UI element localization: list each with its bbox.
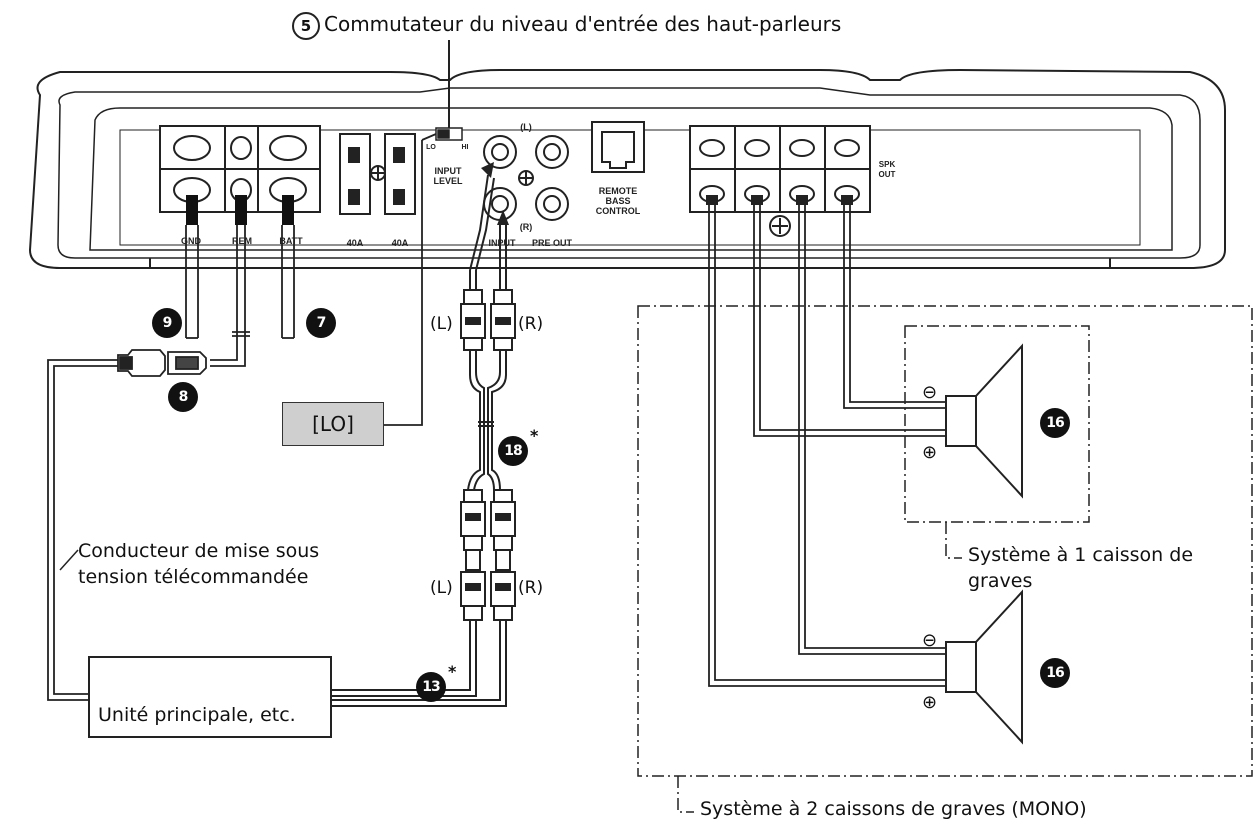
lo-leader-line <box>384 133 437 426</box>
rca-cable-middle <box>467 350 507 491</box>
speaker-wires <box>708 200 946 687</box>
label-spk-out: SPK OUT <box>878 160 896 179</box>
rca-top-right-label: (R) <box>518 314 544 334</box>
remote-connector <box>117 349 207 377</box>
polarity-minus-lower: ⊖ <box>922 630 938 651</box>
label-batt: BATT <box>279 236 303 246</box>
polarity-minus-upper: ⊖ <box>922 382 938 403</box>
label-preout: PRE OUT <box>531 238 572 248</box>
rca-cable-to-headunit <box>330 620 507 707</box>
speaker-terminal-block <box>689 125 871 237</box>
callout-18: 18 <box>498 436 528 466</box>
remote-lead-label-line2: tension télécommandée <box>78 566 309 588</box>
system-two-label: Système à 2 caissons de graves (MONO) <box>700 798 1087 820</box>
system-boxes <box>637 305 1253 813</box>
asterisk-18: * <box>530 426 539 445</box>
arrow-left-input <box>481 162 509 225</box>
label-fuse-1: 40A <box>346 238 364 248</box>
fuses <box>339 133 416 215</box>
callout-16-upper: 16 <box>1040 408 1070 438</box>
speaker-upper <box>945 343 1023 499</box>
label-hi: HI <box>461 144 469 151</box>
label-input-level: INPUT LEVEL <box>433 166 463 186</box>
rca-bottom-left-label: (L) <box>430 578 453 598</box>
label-rem: REM <box>232 236 252 246</box>
callout-16-lower: 16 <box>1040 658 1070 688</box>
remote-wire <box>47 225 250 701</box>
lo-setting-box: [LO] <box>282 402 384 446</box>
label-lo: LO <box>426 144 436 151</box>
speaker-wire-ends <box>706 195 853 205</box>
callout-13: 13 <box>416 672 446 702</box>
input-level-switch <box>435 40 463 141</box>
power-wires <box>186 195 294 225</box>
rca-top-left-label: (L) <box>430 314 453 334</box>
asterisk-13: * <box>448 662 457 681</box>
label-fuse-2: 40A <box>391 238 409 248</box>
head-unit-box <box>88 656 332 738</box>
label-gnd: GND <box>181 236 201 246</box>
rca-cable-top <box>469 174 507 290</box>
label-rca-r: (R) <box>519 222 533 232</box>
label-remote: REMOTE BASS CONTROL <box>595 186 641 216</box>
system-one-label-line2: graves <box>968 570 1033 592</box>
label-input: INPUT <box>488 238 516 248</box>
label-rca-l: (L) <box>520 122 532 132</box>
ground-battery-wires <box>185 225 295 339</box>
rca-plugs-top <box>460 289 516 351</box>
callout-8: 8 <box>168 382 198 412</box>
polarity-plus-lower: ⊕ <box>922 692 938 713</box>
rca-plugs-bottom <box>460 489 516 621</box>
callout-5: 5 <box>292 12 320 40</box>
rca-bottom-right-label: (R) <box>518 578 544 598</box>
head-unit-label: Unité principale, etc. <box>98 704 296 726</box>
page-title: Commutateur du niveau d'entrée des haut-… <box>324 12 842 36</box>
callout-9: 9 <box>152 308 182 338</box>
speaker-lower <box>945 589 1023 745</box>
polarity-plus-upper: ⊕ <box>922 442 938 463</box>
remote-port <box>591 121 645 173</box>
system-one-label-line1: Système à 1 caisson de <box>968 544 1194 566</box>
rca-jacks <box>483 135 569 221</box>
remote-lead-leader <box>59 549 79 571</box>
callout-7: 7 <box>306 308 336 338</box>
remote-lead-label-line1: Conducteur de mise sous <box>78 540 320 562</box>
